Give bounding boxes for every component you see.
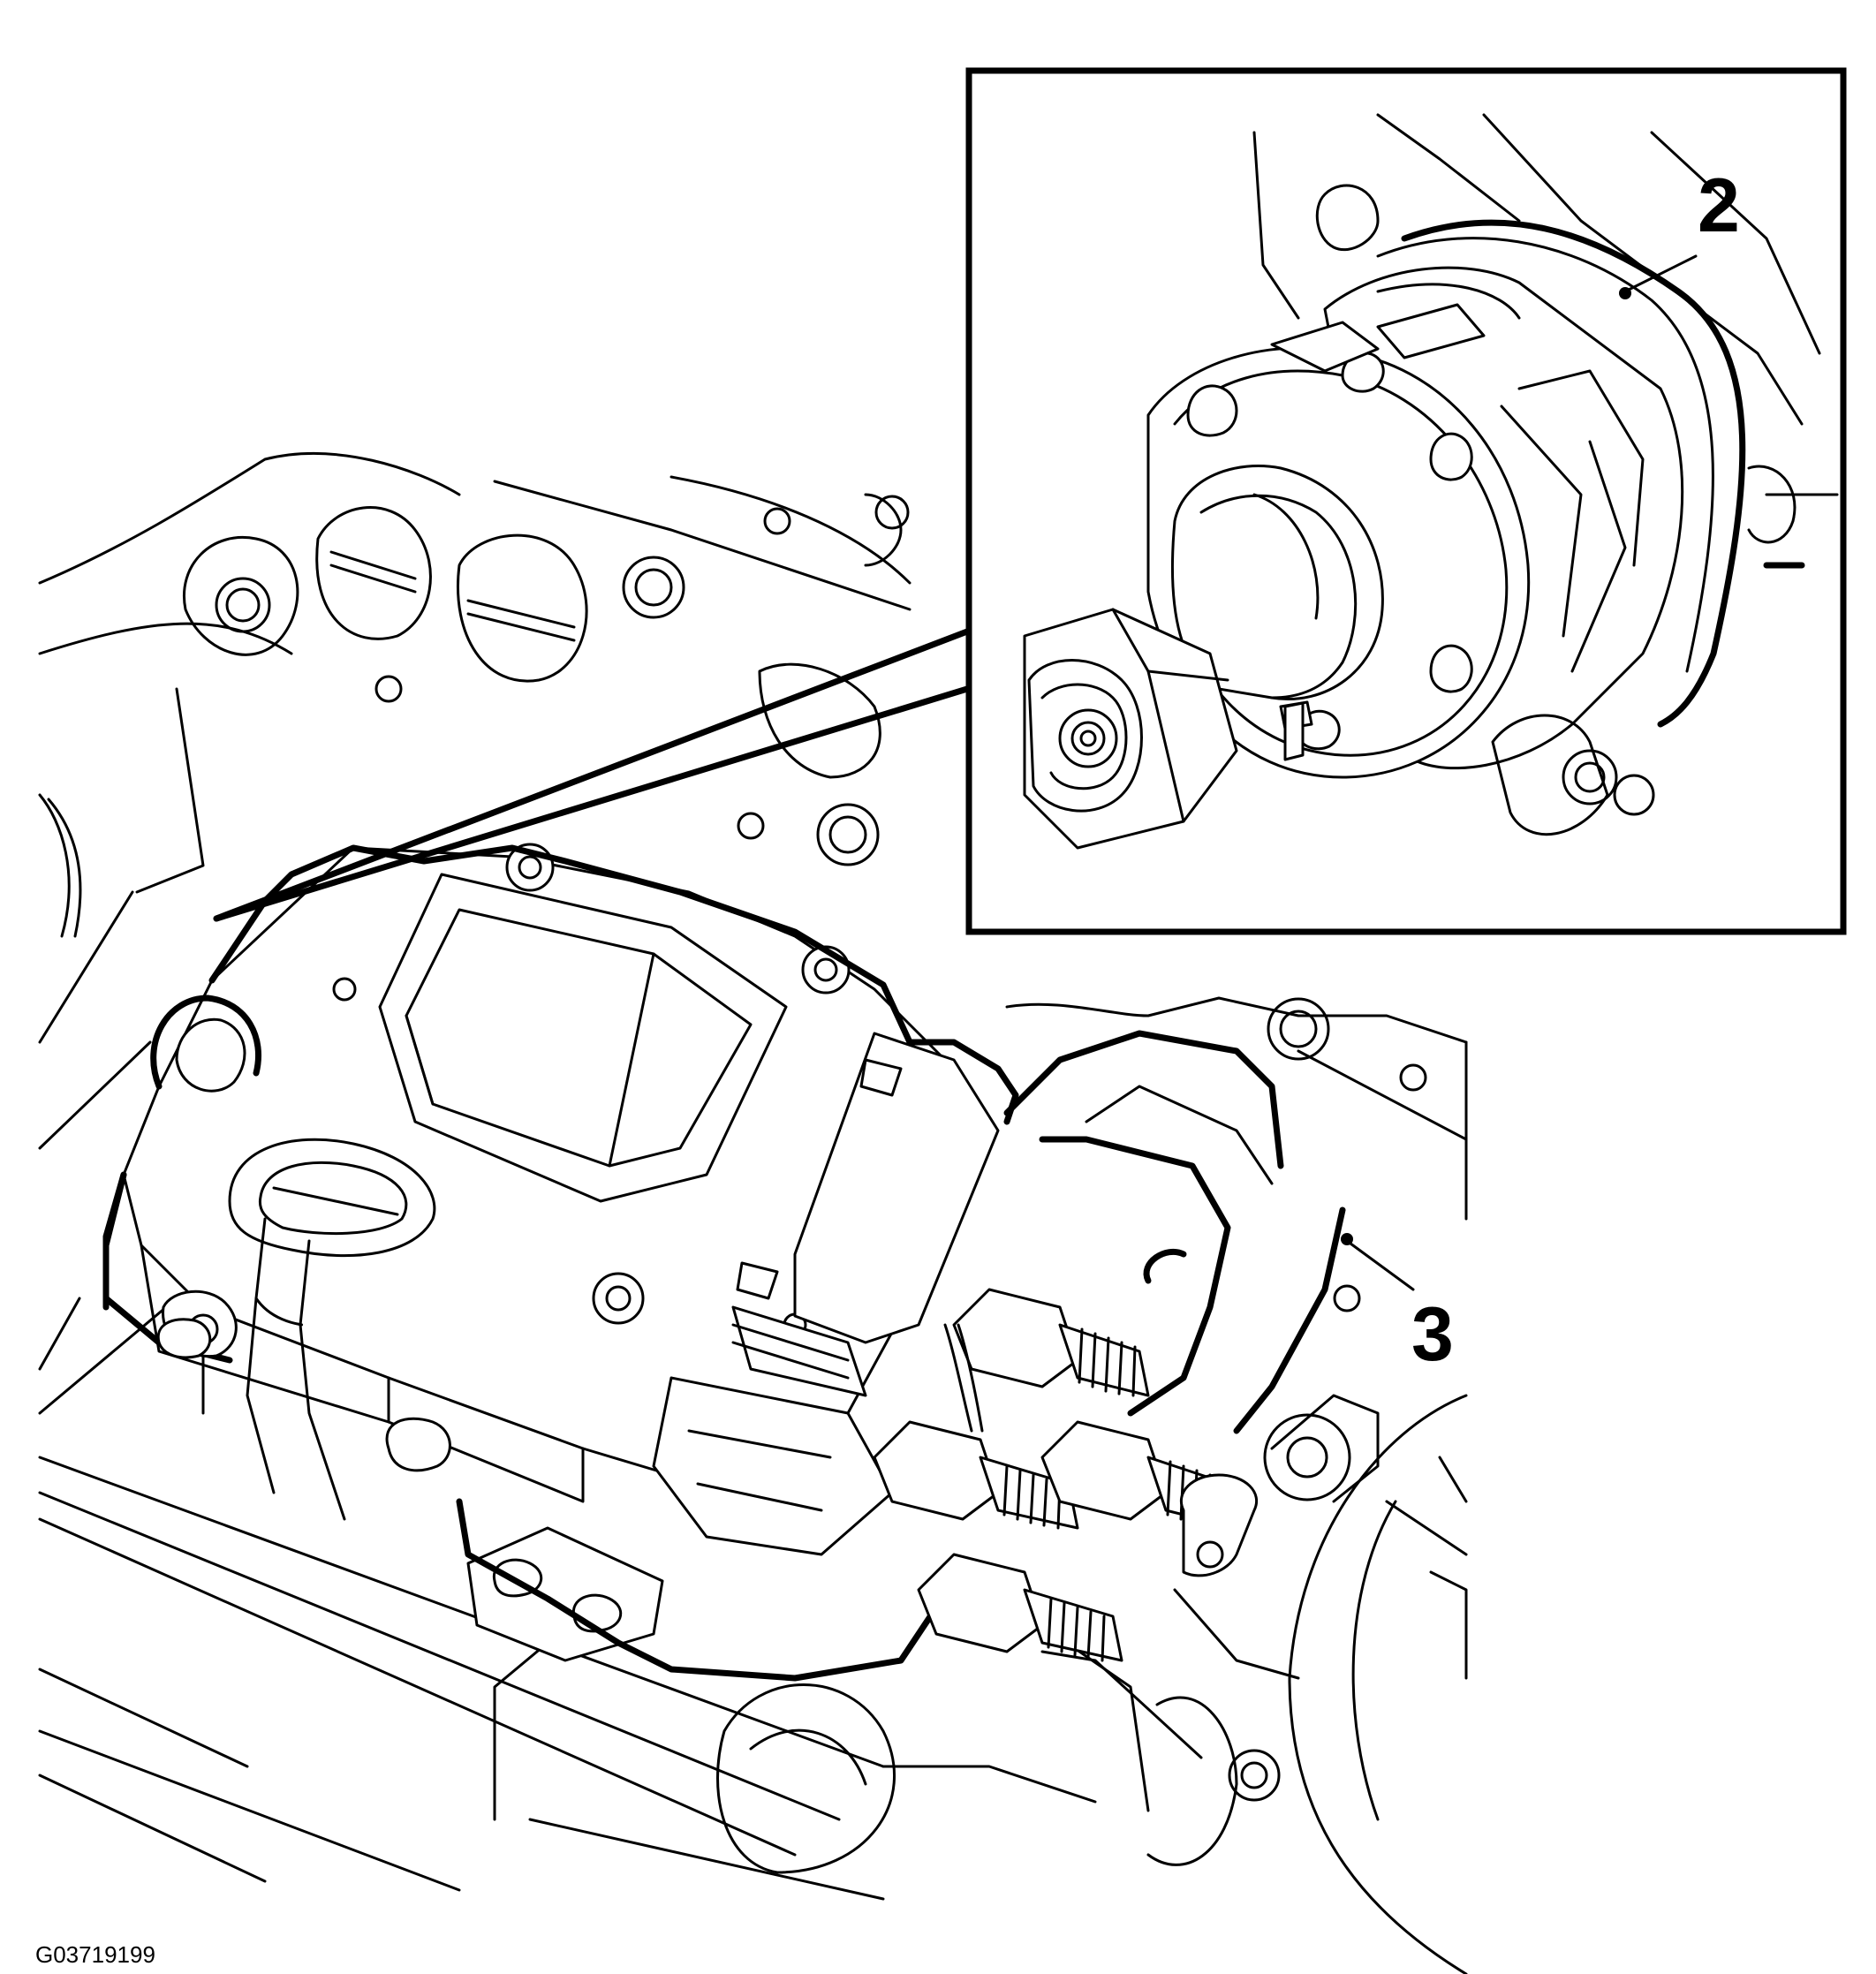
callout-2-label: 2 xyxy=(1698,163,1740,248)
threaded-fitting xyxy=(873,1420,1079,1530)
fuel-line-fittings xyxy=(873,1288,1258,1662)
threaded-fitting xyxy=(917,1553,1123,1662)
figure-id: G03719199 xyxy=(35,1941,155,1968)
high-pressure-pump xyxy=(102,843,1000,1662)
detail-inset xyxy=(965,67,1847,935)
callout-2: 2 xyxy=(1619,163,1740,299)
threaded-fitting xyxy=(952,1288,1150,1397)
engine-block-background xyxy=(38,452,1468,1974)
callout-3: 3 xyxy=(1341,1233,1454,1377)
torx-bolt xyxy=(592,1272,645,1325)
pump-flange-gasket xyxy=(102,844,1346,1682)
callout-3-label: 3 xyxy=(1411,1292,1454,1377)
detail-leader-lines xyxy=(213,628,971,922)
